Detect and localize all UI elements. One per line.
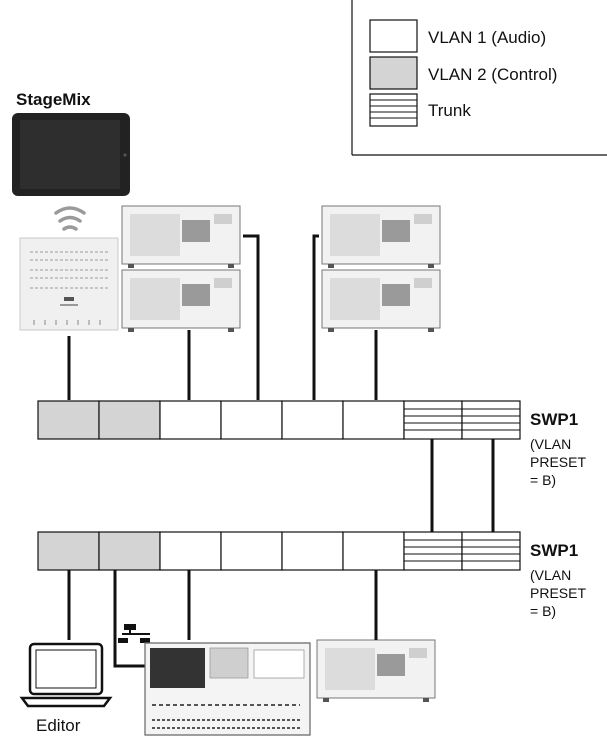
switch-port (342, 531, 405, 571)
switch-port (403, 531, 463, 571)
switch-port (98, 400, 161, 440)
rack-unit-icon (321, 205, 441, 268)
rack-unit-icon (321, 269, 441, 332)
switch-port (342, 400, 405, 440)
switch-port (98, 531, 161, 571)
legend-label-trunk: Trunk (428, 101, 471, 120)
switch-port (220, 531, 283, 571)
switch-port (159, 531, 222, 571)
legend-swatch-control (369, 56, 418, 90)
switch-1 (37, 400, 521, 440)
tablet-icon (12, 113, 130, 196)
switch-port (220, 400, 283, 440)
switch-port (281, 531, 344, 571)
switch-port (461, 531, 521, 571)
legend-swatch-trunk (369, 93, 418, 127)
switch-port (403, 400, 463, 440)
cables (67, 234, 495, 668)
laptop-icon (19, 642, 113, 708)
switch-port (461, 400, 521, 440)
switch-2-preset-line-3: = B) (530, 603, 556, 619)
editor-label: Editor (36, 716, 81, 735)
switch-2-preset-line-2: PRESET (530, 585, 586, 601)
switch-1-preset-line-3: = B) (530, 472, 556, 488)
switch-port (37, 400, 100, 440)
switch-2-preset-line-1: (VLAN (530, 567, 571, 583)
switch-port (37, 531, 100, 571)
legend: VLAN 1 (Audio) VLAN 2 (Control) Trunk (351, 0, 607, 156)
rack-unit-icon (121, 205, 241, 268)
wifi-icon (54, 206, 86, 231)
switch-2 (37, 531, 521, 571)
legend-label-audio: VLAN 1 (Audio) (428, 28, 546, 47)
rack-unit-icon (121, 269, 241, 332)
rack-unit-icon (316, 639, 436, 702)
switch-1-name: SWP1 (530, 410, 578, 429)
switch-2-name: SWP1 (530, 541, 578, 560)
switch-port (159, 400, 222, 440)
access-point-icon (19, 237, 119, 331)
switch-1-preset-line-2: PRESET (530, 454, 586, 470)
legend-label-control: VLAN 2 (Control) (428, 65, 557, 84)
switch-1-preset-line-1: (VLAN (530, 436, 571, 452)
legend-swatch-audio (369, 19, 418, 53)
stagemix-label: StageMix (16, 90, 91, 109)
mixing-console-icon (144, 642, 311, 736)
switch-port (281, 400, 344, 440)
network-switch-icon (118, 624, 150, 643)
